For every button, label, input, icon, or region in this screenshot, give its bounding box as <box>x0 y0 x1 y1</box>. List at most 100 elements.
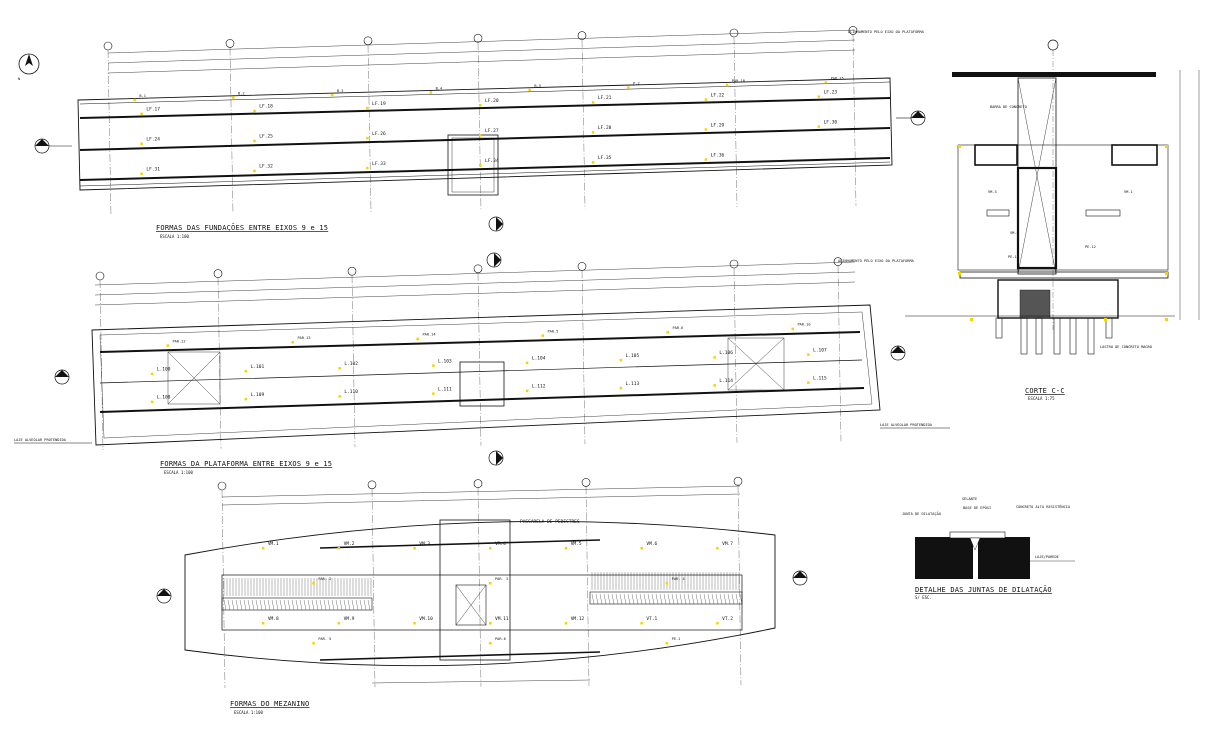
mezzanine-part-label: PAR. 4 <box>672 577 685 581</box>
stair-tread <box>707 593 711 605</box>
stair-tread <box>335 599 339 611</box>
mezzanine-beam-label-marker <box>564 547 568 550</box>
mezzanine-section-mark-left <box>156 588 172 604</box>
platform-slab-label-marker <box>338 395 341 398</box>
joint-scale: S/ ESC. <box>915 595 932 600</box>
stair-tread <box>367 599 371 611</box>
foundation-block-label: PAR.15 <box>831 76 844 80</box>
stair-tread <box>631 593 635 605</box>
platform-slab-label: L.103 <box>438 358 452 364</box>
foundation-beam-label: LF.17 <box>146 107 160 113</box>
foundation-block-label-marker <box>429 91 433 94</box>
foundation-axis-bubble <box>363 36 373 46</box>
mezzanine-dimension-lines <box>221 485 741 684</box>
mezzanine-beam-label: VM.8 <box>268 616 279 622</box>
foundation-block-label-marker <box>725 83 729 87</box>
stair-tread <box>363 599 367 611</box>
mezzanine-part-label-marker <box>312 582 315 585</box>
stair-tread <box>651 593 655 605</box>
foundation-beam-label: LF.34 <box>485 158 499 164</box>
platform-slab-label: L.105 <box>626 353 640 359</box>
mezzanine-stair-hatching <box>223 572 743 611</box>
foundation-block-label: B.2 <box>238 91 245 95</box>
section-label: VM.4 <box>1010 231 1019 235</box>
section-mark-b-bottom <box>488 216 504 232</box>
mezzanine-axis-line <box>371 488 376 688</box>
foundation-beam-label-marker <box>366 136 369 140</box>
stair-tread <box>667 593 671 605</box>
mezzanine-axis-line <box>221 489 226 689</box>
mezzanine-axis-line <box>585 486 590 686</box>
mezzanine-axis-bubble <box>581 478 591 487</box>
foundation-block-label: B.5 <box>534 84 541 88</box>
foundation-block-label: B.4 <box>436 86 443 90</box>
stair-tread <box>703 593 707 605</box>
foundation-beam-label: LF.18 <box>259 104 273 110</box>
mezzanine-beam-label-marker <box>261 622 265 625</box>
foundation-block-label: B.3 <box>337 89 344 93</box>
foundation-axis-line <box>367 44 372 212</box>
foundation-beam-label: LF.35 <box>598 155 612 161</box>
foundation-beam-label: LF.19 <box>372 101 386 107</box>
stair-tread <box>595 593 599 605</box>
stair-tread <box>323 599 327 611</box>
platform-slab-label-marker <box>244 397 248 401</box>
section-mark-a-right <box>896 110 926 126</box>
platform-axis-line <box>837 265 842 442</box>
foundation-axis-line <box>107 49 112 216</box>
foundation-axis-bubble <box>103 41 113 51</box>
mezzanine-beam-label-marker <box>413 622 416 625</box>
foundation-axis-bubble <box>225 39 235 48</box>
platform-beam-label: PAR.5 <box>548 329 559 333</box>
stair-tread <box>235 599 239 611</box>
stair-tread <box>279 599 283 611</box>
foundation-beam-label-marker <box>253 139 256 143</box>
platform-slab-label: L.106 <box>719 350 733 356</box>
foundation-beam-label-marker <box>366 166 369 170</box>
section-piles <box>995 317 1113 355</box>
foundation-beam-label-marker <box>140 172 143 176</box>
mezzanine-beam-label: VM.11 <box>495 616 509 622</box>
stair-tread <box>643 593 647 605</box>
mezzanine-beam-label-marker <box>716 547 719 550</box>
section-label: VM.1 <box>1124 190 1133 194</box>
platform-slab-label: L.101 <box>251 364 265 370</box>
stair-tread <box>287 599 291 611</box>
foundation-beam-label-marker <box>479 134 482 137</box>
platform-beam-label: PAR.14 <box>423 333 436 337</box>
foundation-beam-label: LF.26 <box>372 131 386 137</box>
stair-tread <box>731 593 735 605</box>
section-scale: ESCALA 1:75 <box>1028 396 1055 401</box>
platform-dimension-lines <box>94 261 856 306</box>
section-labels: BARRA DE CONCRETOVM.3VM.4VM.1PE.1PE.12LA… <box>988 105 1152 349</box>
stair-tread <box>675 593 679 605</box>
stair-tread <box>223 599 227 611</box>
platform-axis-bubble <box>473 264 483 274</box>
mezzanine-beam-label: VM.9 <box>344 616 355 622</box>
platform-slab-label-marker <box>807 381 810 384</box>
platform-scale: ESCALA 1:100 <box>164 470 193 475</box>
stair-tread <box>291 599 295 611</box>
foundation-beam-label: LF.21 <box>598 95 612 101</box>
stair-tread <box>699 593 703 605</box>
section-level-marker <box>1165 145 1168 148</box>
stair-tread <box>603 593 607 605</box>
joint-label: JUNTA DE DILATAÇÃO <box>902 511 941 516</box>
mezzanine-beam-label: VM.4 <box>495 541 506 547</box>
stair-tread <box>623 593 627 605</box>
mezzanine-part-label-marker <box>665 582 669 585</box>
stair-tread <box>227 599 231 611</box>
mezzanine-beam-label: VM.7 <box>722 541 733 547</box>
platform-slab-labels: L.100L.101L.102L.103L.104L.105L.106L.107… <box>150 323 827 404</box>
mezzanine-beam-label: VT.2 <box>722 616 733 622</box>
platform-axis-bubble <box>95 271 105 281</box>
stair-tread <box>339 599 343 611</box>
foundation-dimension-lines <box>107 29 856 74</box>
foundation-beam-label-marker <box>817 95 821 98</box>
mezzanine-scale: ESCALA 1:100 <box>234 710 263 715</box>
foundation-plan: LF.17LF.18LF.19LF.20LF.21LF.22LF.23LF.24… <box>34 26 926 239</box>
platform-slab-label: L.115 <box>813 375 827 381</box>
foundation-beam-label-marker <box>704 128 708 131</box>
